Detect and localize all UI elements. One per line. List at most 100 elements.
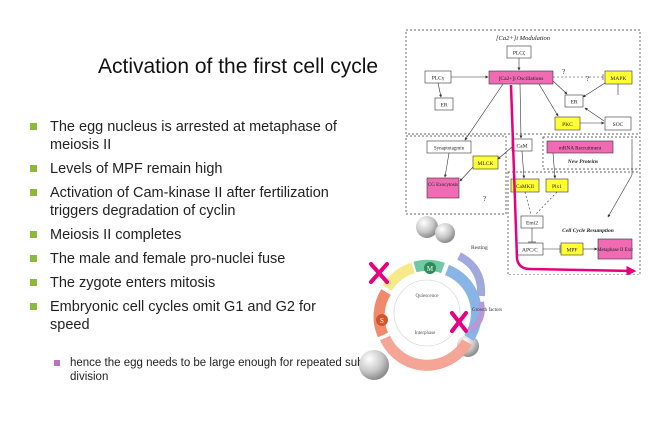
er-left-label: ER: [440, 103, 447, 109]
cg-panel: [405, 135, 507, 215]
bullet-text: The egg nucleus is arrested at metaphase…: [50, 119, 337, 153]
connector-line: [607, 174, 633, 218]
block-x-mark: [369, 262, 389, 284]
connector-line: [524, 191, 532, 216]
connector-line: [534, 191, 558, 216]
cg-box: [426, 177, 460, 199]
s-phase-label: S: [380, 317, 384, 325]
interphase-label: Interphase: [415, 331, 437, 336]
growth-factor-branch: [467, 301, 485, 333]
modulation-panel: [405, 29, 641, 135]
signaling-diagram: [Ca2+]i Modulation PLCζ PLCγ [Ca2+]i Osc…: [405, 29, 641, 275]
quiescence-label: Quiescence: [415, 294, 439, 299]
connector-line: [519, 83, 523, 139]
g2-segment: [382, 262, 415, 292]
connector-line: [521, 150, 526, 179]
question-mark: ?: [586, 75, 589, 83]
synaptotagmin-label: Synaptotagmin: [434, 147, 465, 152]
bullet-item: Activation of Cam-kinase II after fertil…: [28, 184, 358, 220]
soc-label: SOC: [613, 122, 624, 128]
connector-line: [584, 107, 605, 122]
metaphase-exit-box: [597, 238, 633, 260]
plc-zeta-label: PLCζ: [513, 50, 526, 57]
cam-label: CaM: [517, 144, 528, 150]
bullet-marker: [30, 189, 37, 196]
bullet-text: Embryonic cell cycles omit G1 and G2 for…: [50, 299, 316, 333]
mlck-label: MLCK: [478, 161, 494, 167]
main-pathway-arrow: [509, 84, 637, 275]
oscillations-box: [488, 70, 554, 85]
er-left-box: [434, 97, 454, 111]
new-proteins-label: New Proteins: [567, 159, 598, 165]
s-segment: [373, 289, 391, 338]
egg-cell: [359, 350, 389, 380]
resting-label: Resting: [471, 245, 488, 251]
bullet-list: The egg nucleus is arrested at metaphase…: [28, 118, 358, 340]
bullet-item: Meiosis II completes: [28, 226, 358, 244]
bullet-marker: [30, 231, 37, 238]
m-phase-label: M: [427, 265, 434, 273]
connector-line: [497, 146, 513, 160]
cg-label: CG Exocytosis: [428, 183, 458, 188]
camkii-label: CaMKII: [516, 184, 534, 190]
bullet-marker: [30, 303, 37, 310]
interphase-segment: [379, 335, 472, 371]
emi2-label: Emi2: [526, 221, 538, 227]
mrna-label: mRNA Recruitment: [559, 146, 602, 152]
resumption-label: Cell Cycle Resumption: [562, 228, 614, 234]
mapk-label: MAPK: [611, 76, 627, 82]
modulation-title: [Ca2+]i Modulation: [496, 35, 550, 42]
block-x-mark: [450, 311, 468, 333]
bullet-item: The male and female pro-nuclei fuse: [28, 250, 358, 268]
bullet-text: Activation of Cam-kinase II after fertil…: [50, 185, 329, 219]
slide-title: Activation of the first cell cycle: [98, 55, 379, 78]
connector-line: [437, 82, 442, 98]
pkc-label: PKC: [562, 122, 573, 128]
growth-factors-label: Growth factors: [472, 308, 502, 313]
metaphase-exit-label: Metaphase II Exit: [597, 248, 633, 253]
new-proteins-panel: [542, 136, 641, 170]
question-mark: ?: [562, 68, 565, 76]
dividing-cell: [416, 216, 438, 238]
resumption-panel: [507, 171, 641, 275]
connector-line: [459, 166, 474, 182]
bullet-marker: [30, 165, 37, 172]
question-mark: ?: [483, 195, 486, 203]
apcc-label: APC/C: [522, 248, 538, 254]
plx1-label: Plx1: [552, 184, 562, 190]
bullet-item: Embryonic cell cycles omit G1 and G2 for…: [28, 298, 358, 334]
connector-line: [443, 152, 450, 178]
mapk-box: [604, 70, 633, 85]
er-right-box: [564, 94, 584, 108]
cell-cycle-illustration: M S Resting Growth factors Quiescence In…: [359, 216, 502, 380]
mpf-label: MPF: [566, 248, 577, 254]
soc-box: [604, 116, 632, 131]
cycle-center: [393, 279, 461, 347]
oscillations-label: [Ca2+]i Oscillations: [499, 76, 544, 82]
cg-label-text: CG Exocytosis: [428, 183, 458, 188]
bullet-marker: [30, 255, 37, 262]
bullet-text: The zygote enters mitosis: [50, 275, 216, 291]
sub-bullet-text: hence the egg needs to be large enough f…: [70, 357, 368, 383]
sub-bullet: hence the egg needs to be large enough f…: [52, 356, 370, 384]
er-right-label: ER: [570, 100, 577, 106]
bullet-item: The egg nucleus is arrested at metaphase…: [28, 118, 358, 154]
bullet-marker: [30, 279, 37, 286]
bullet-text: Levels of MPF remain high: [50, 161, 223, 177]
connector-line: [552, 152, 557, 179]
connector-line: [538, 83, 559, 117]
bullet-text: Meiosis II completes: [50, 227, 182, 243]
bullet-item: The zygote enters mitosis: [28, 274, 358, 292]
m-phase-marker: [424, 262, 436, 274]
bullet-item: Levels of MPF remain high: [28, 160, 358, 178]
bullet-marker: [30, 123, 37, 130]
connector-line: [464, 83, 504, 141]
plc-gamma-label: PLCγ: [432, 76, 445, 82]
connector-line: [582, 82, 606, 98]
pkc-box: [554, 116, 581, 131]
bullet-text: The male and female pro-nuclei fuse: [50, 251, 286, 267]
mlck-box: [472, 155, 499, 170]
resting-branch: [457, 252, 486, 297]
connector-line: [552, 80, 568, 95]
s-phase-marker: [376, 314, 388, 326]
